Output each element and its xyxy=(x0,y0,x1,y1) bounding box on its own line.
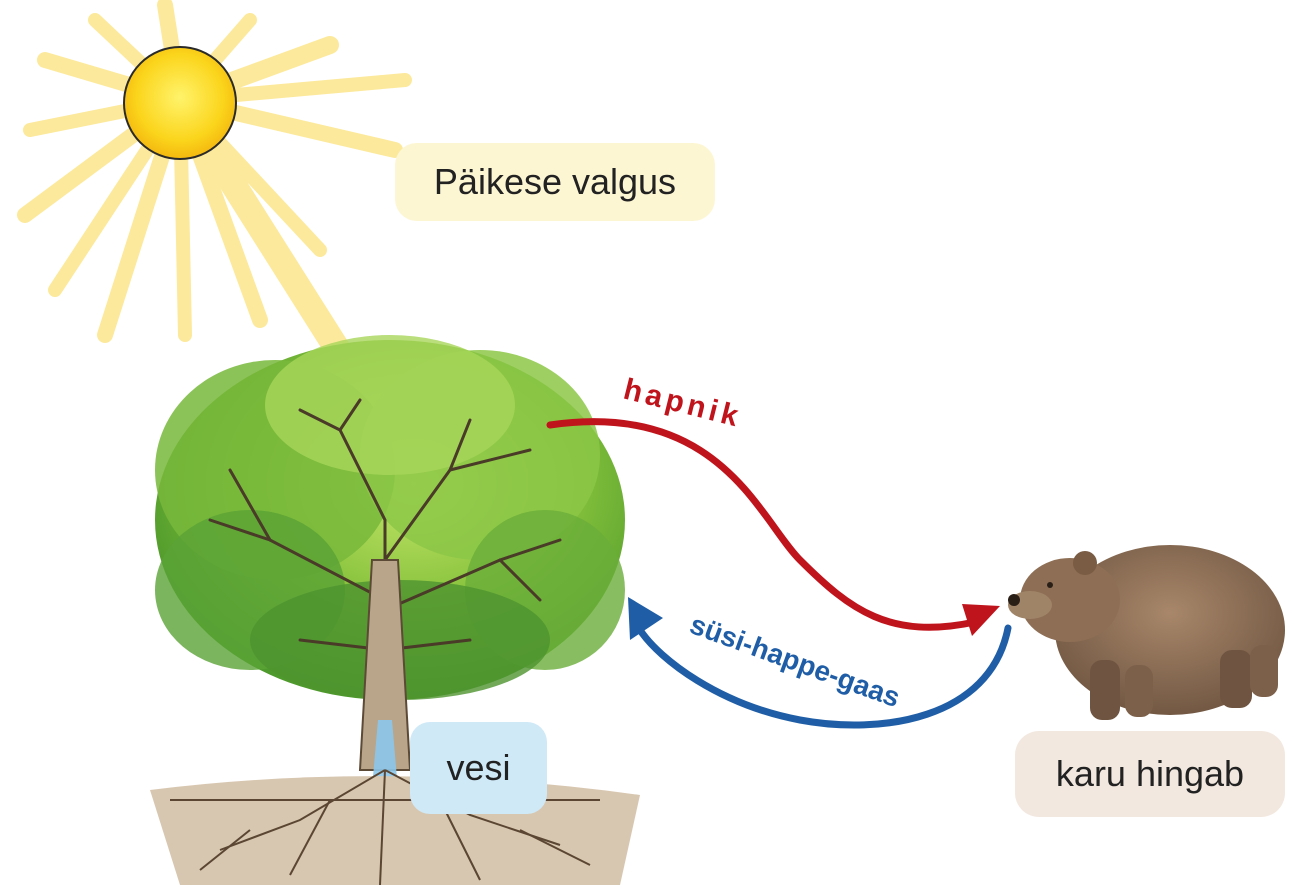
sun-disc xyxy=(124,47,236,159)
carbon-dioxide-arrow: süsi-happe-gaas xyxy=(628,597,1008,725)
roots-illustration xyxy=(150,770,640,885)
bear-leg-front-2 xyxy=(1125,665,1153,717)
bear-leg-back xyxy=(1220,650,1252,708)
co2-label: süsi-happe-gaas xyxy=(686,609,904,714)
tree-illustration xyxy=(155,335,625,845)
bear-breathes-label: karu hingab xyxy=(1015,731,1285,817)
bear-leg-front xyxy=(1090,660,1120,720)
bear-ear xyxy=(1073,551,1097,575)
bear-illustration xyxy=(1008,545,1285,720)
bear-eye xyxy=(1047,582,1053,588)
water-label: vesi xyxy=(410,722,547,814)
bear-leg-back-2 xyxy=(1250,645,1278,697)
bear-nose xyxy=(1008,594,1020,606)
oxygen-arrowhead xyxy=(962,604,1000,636)
sunlight-label: Päikese valgus xyxy=(395,143,715,221)
